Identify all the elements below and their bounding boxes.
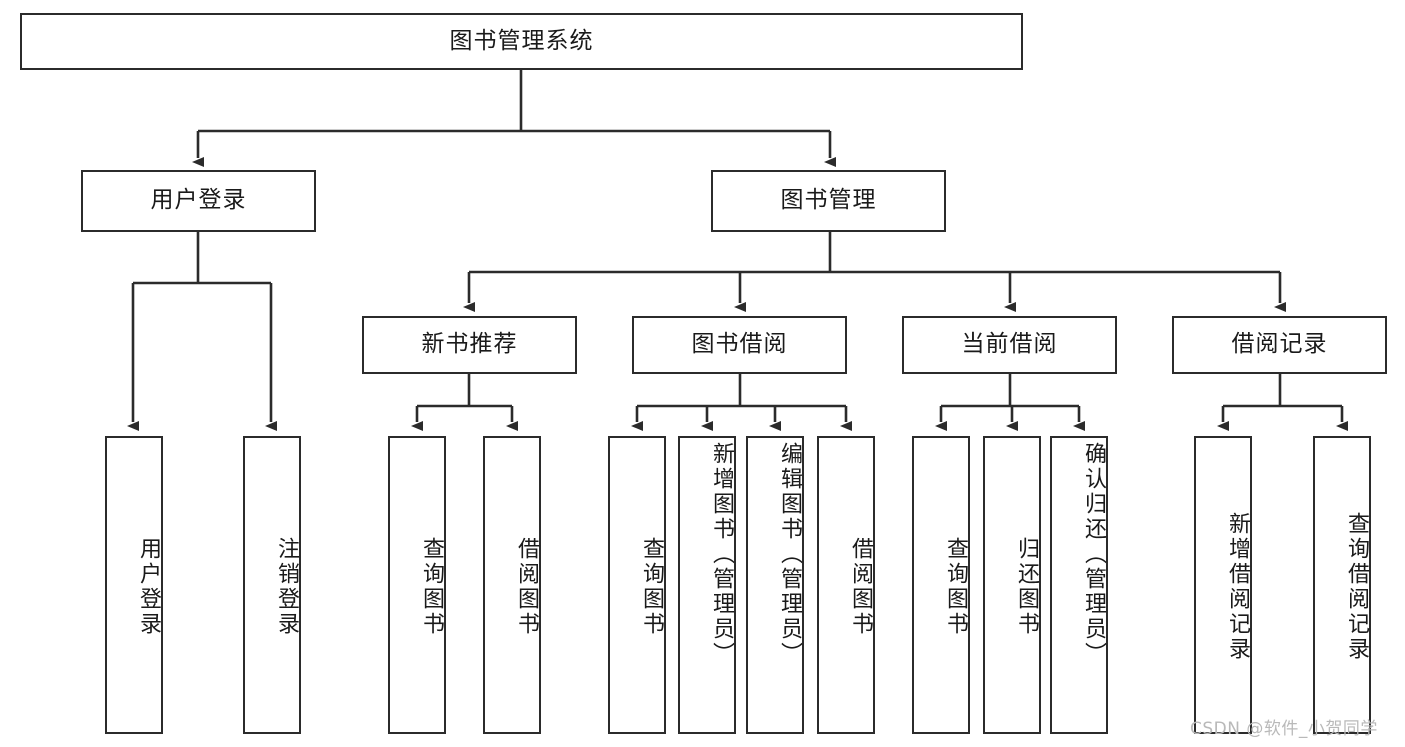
node-new-book-recommend[interactable]: 新书推荐 xyxy=(362,316,577,374)
leaf-current-query-book[interactable]: 查询图书 xyxy=(912,436,970,734)
leaf-label: 归还图书 xyxy=(1014,537,1039,637)
node-book-management-label: 图书管理 xyxy=(780,187,877,214)
leaf-label: 借阅图书 xyxy=(848,537,873,637)
leaf-label: 用户登录 xyxy=(136,537,161,637)
leaf-label: 查询借阅记录 xyxy=(1344,512,1369,662)
leaf-user-login-logout[interactable]: 注销登录 xyxy=(243,436,301,734)
leaf-label: 查询图书 xyxy=(639,537,664,637)
node-current-borrow[interactable]: 当前借阅 xyxy=(902,316,1117,374)
leaf-record-add-record[interactable]: 新增借阅记录 xyxy=(1194,436,1252,734)
leaf-recommend-borrow-book[interactable]: 借阅图书 xyxy=(483,436,541,734)
leaf-borrow-add-book-admin[interactable]: 新增图书（管理员） xyxy=(678,436,736,734)
leaf-record-query-record[interactable]: 查询借阅记录 xyxy=(1313,436,1371,734)
leaf-borrow-edit-book-admin[interactable]: 编辑图书（管理员） xyxy=(746,436,804,734)
leaf-current-confirm-return-admin[interactable]: 确认归还（管理员） xyxy=(1050,436,1108,734)
leaf-current-return-book[interactable]: 归还图书 xyxy=(983,436,1041,734)
watermark: CSDN @软件_小贺同学 xyxy=(1190,719,1378,739)
node-book-management[interactable]: 图书管理 xyxy=(711,170,946,232)
node-user-login[interactable]: 用户登录 xyxy=(81,170,316,232)
node-book-borrow-label: 图书借阅 xyxy=(691,331,788,358)
leaf-borrow-borrow-book[interactable]: 借阅图书 xyxy=(817,436,875,734)
leaf-user-login-login[interactable]: 用户登录 xyxy=(105,436,163,734)
leaf-label: 注销登录 xyxy=(274,537,299,637)
node-root-label: 图书管理系统 xyxy=(449,27,594,54)
node-borrow-record-label: 借阅记录 xyxy=(1231,331,1328,358)
node-root[interactable]: 图书管理系统 xyxy=(20,13,1023,70)
leaf-recommend-query-book[interactable]: 查询图书 xyxy=(388,436,446,734)
leaf-label: 确认归还（管理员） xyxy=(1081,442,1106,667)
leaf-label: 查询图书 xyxy=(943,537,968,637)
node-current-borrow-label: 当前借阅 xyxy=(961,331,1058,358)
leaf-label: 查询图书 xyxy=(419,537,444,637)
leaf-label: 借阅图书 xyxy=(514,537,539,637)
leaf-label: 编辑图书（管理员） xyxy=(777,442,802,667)
leaf-borrow-query-book[interactable]: 查询图书 xyxy=(608,436,666,734)
leaf-label: 新增图书（管理员） xyxy=(709,442,734,667)
node-new-book-recommend-label: 新书推荐 xyxy=(421,331,518,358)
node-borrow-record[interactable]: 借阅记录 xyxy=(1172,316,1387,374)
leaf-label: 新增借阅记录 xyxy=(1225,512,1250,662)
node-user-login-label: 用户登录 xyxy=(150,187,247,214)
node-book-borrow[interactable]: 图书借阅 xyxy=(632,316,847,374)
